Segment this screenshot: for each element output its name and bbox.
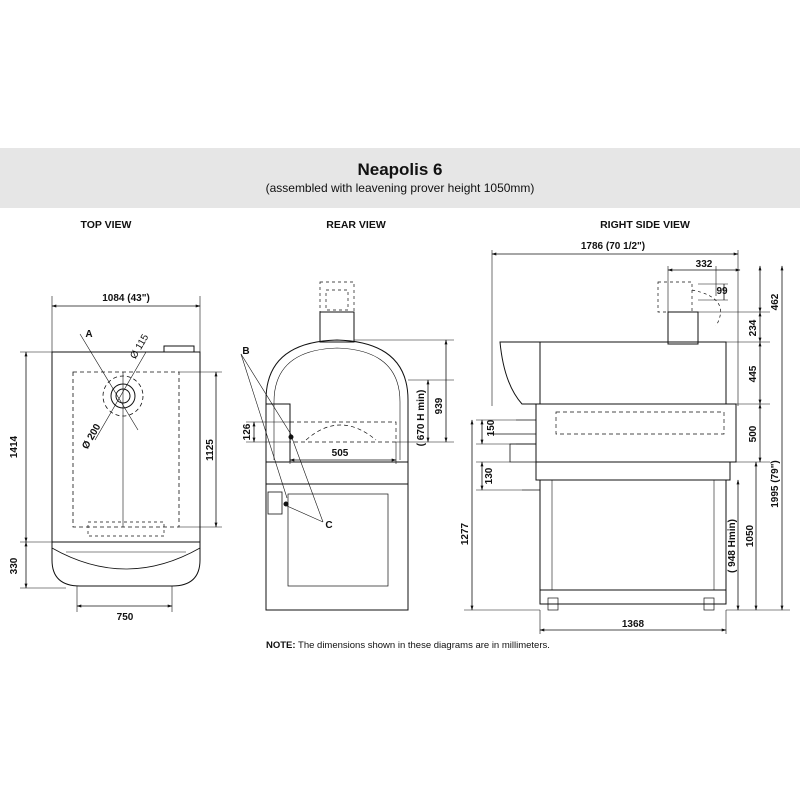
rear-126-dim: 126 [242,423,253,440]
rear-label-c: C [325,520,332,531]
side-1277-dim: 1277 [460,522,471,545]
measurement-note: NOTE: The dimensions shown in these diag… [266,640,550,651]
side-462-dim: 462 [770,293,781,310]
top-inner-dim: 1125 [205,439,216,461]
top-base-dim: 750 [117,612,134,623]
side-234-dim: 234 [748,319,759,336]
side-948-dim: ( 948 Hmin) [727,519,738,573]
side-332-dim: 332 [696,259,713,270]
side-130-dim: 130 [484,467,495,484]
diagram-title: Neapolis 6 [357,160,443,179]
rear-939-dim: 939 [434,397,445,414]
top-width-dim: 1084 (43") [102,293,150,304]
top-front-dim: 330 [9,557,20,574]
top-flue-diameter: Ø 200 [80,422,103,451]
top-view-title: TOP VIEW [80,219,132,231]
side-total-width-dim: 1786 (70 1/2") [581,241,645,252]
title-banner [0,148,800,208]
top-flue-small-diameter: Ø 115 [128,332,151,361]
side-150-dim: 150 [486,419,497,436]
rear-label-b: B [242,346,249,357]
side-1050-dim: 1050 [745,524,756,547]
side-99-dim: 99 [716,286,728,297]
side-view-title: RIGHT SIDE VIEW [600,219,690,231]
rear-670-dim: ( 670 H min) [416,390,427,447]
note-text: The dimensions shown in these diagrams a… [295,640,550,651]
side-1995-dim: 1995 (79") [770,460,781,508]
rear-505-dim: 505 [332,448,349,459]
top-depth-dim: 1414 [9,435,20,458]
note-label: NOTE: [266,640,296,651]
rear-view-drawing [240,281,454,611]
diagram-subtitle: (assembled with leavening prover height … [265,181,535,195]
top-label-a: A [85,329,92,340]
side-base-width-dim: 1368 [622,619,645,630]
side-500-dim: 500 [748,425,759,442]
top-view-drawing [20,296,222,612]
rear-view-title: REAR VIEW [326,219,386,231]
side-view-drawing [464,250,790,634]
side-445-dim: 445 [748,365,759,382]
